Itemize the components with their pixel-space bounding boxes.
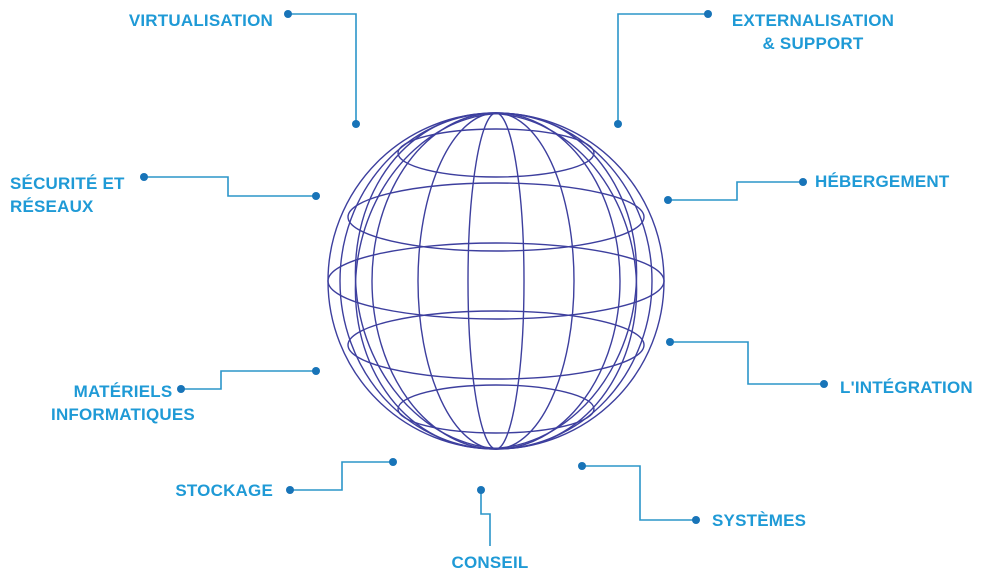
globe-meridian [339,112,653,450]
connector-virtualisation [288,13,357,124]
label-materiels-line-2: INFORMATIQUES [51,405,195,424]
label-stockage-line-1: STOCKAGE [175,481,273,500]
globe-icon [327,112,665,450]
connectors [144,13,824,546]
label-hebergement: HÉBERGEMENT [815,170,949,193]
globe-meridian [354,112,638,450]
label-conseil-line-1: CONSEIL [451,553,529,572]
connector-dot-securite-label [140,173,148,181]
connector-dots [140,10,828,524]
globe-meridian [371,112,621,450]
connector-dot-hebergement-globe [664,196,672,204]
connector-dot-systemes-globe [578,462,586,470]
globe-outline [327,112,665,450]
label-externalisation: EXTERNALISATION & SUPPORT [718,9,908,55]
label-virtualisation-line-1: VIRTUALISATION [128,11,273,30]
globe-latitude [397,128,595,178]
globe-latitude [347,310,645,380]
connector-dot-integration-globe [666,338,674,346]
label-integration-line-1: L'INTÉGRATION [840,378,973,397]
label-hebergement-line-1: HÉBERGEMENT [815,172,950,191]
label-securite-line-2: RÉSEAUX [10,197,94,216]
connector-stockage [290,461,393,491]
connector-dot-virtualisation-label [284,10,292,18]
connector-dot-stockage-globe [389,458,397,466]
connector-securite [144,176,316,197]
globe-latitude [397,384,595,434]
label-stockage: STOCKAGE [175,479,273,502]
label-conseil: CONSEIL [430,551,550,574]
globe-latitude [347,182,645,252]
connector-materiels [181,370,316,390]
label-systemes: SYSTÈMES [712,509,806,532]
globe-meridian [417,112,575,450]
connector-hebergement [668,181,803,201]
label-securite-line-1: SÉCURITÉ ET [10,174,125,193]
connector-dot-systemes-label [692,516,700,524]
connector-dot-securite-globe [312,192,320,200]
label-materiels-line-1: MATÉRIELS [73,382,173,401]
globe-latitude [327,242,665,320]
label-systemes-line-1: SYSTÈMES [712,511,807,530]
label-securite-reseaux: SÉCURITÉ ET RÉSEAUX [10,172,125,218]
label-materiels-informatiques: MATÉRIELS INFORMATIQUES [28,380,218,426]
connector-conseil [480,490,491,546]
connector-dot-externalisation-label [704,10,712,18]
connector-dot-hebergement-label [799,178,807,186]
globe-meridian [467,112,525,450]
connector-dot-integration-label [820,380,828,388]
label-externalisation-line-1: EXTERNALISATION [731,11,895,30]
connector-dot-materiels-globe [312,367,320,375]
globe-meridian [354,112,638,450]
connector-dot-virtualisation-globe [352,120,360,128]
connector-dot-externalisation-globe [614,120,622,128]
connector-integration [670,341,824,385]
label-integration: L'INTÉGRATION [840,376,973,399]
connector-dot-stockage-label [286,486,294,494]
connector-externalisation [617,13,708,124]
label-externalisation-line-2: & SUPPORT [762,34,864,53]
connector-dot-conseil-label [477,486,485,494]
connector-dot-materiels-label [177,385,185,393]
connector-systemes [582,465,696,521]
label-virtualisation: VIRTUALISATION [129,9,273,32]
